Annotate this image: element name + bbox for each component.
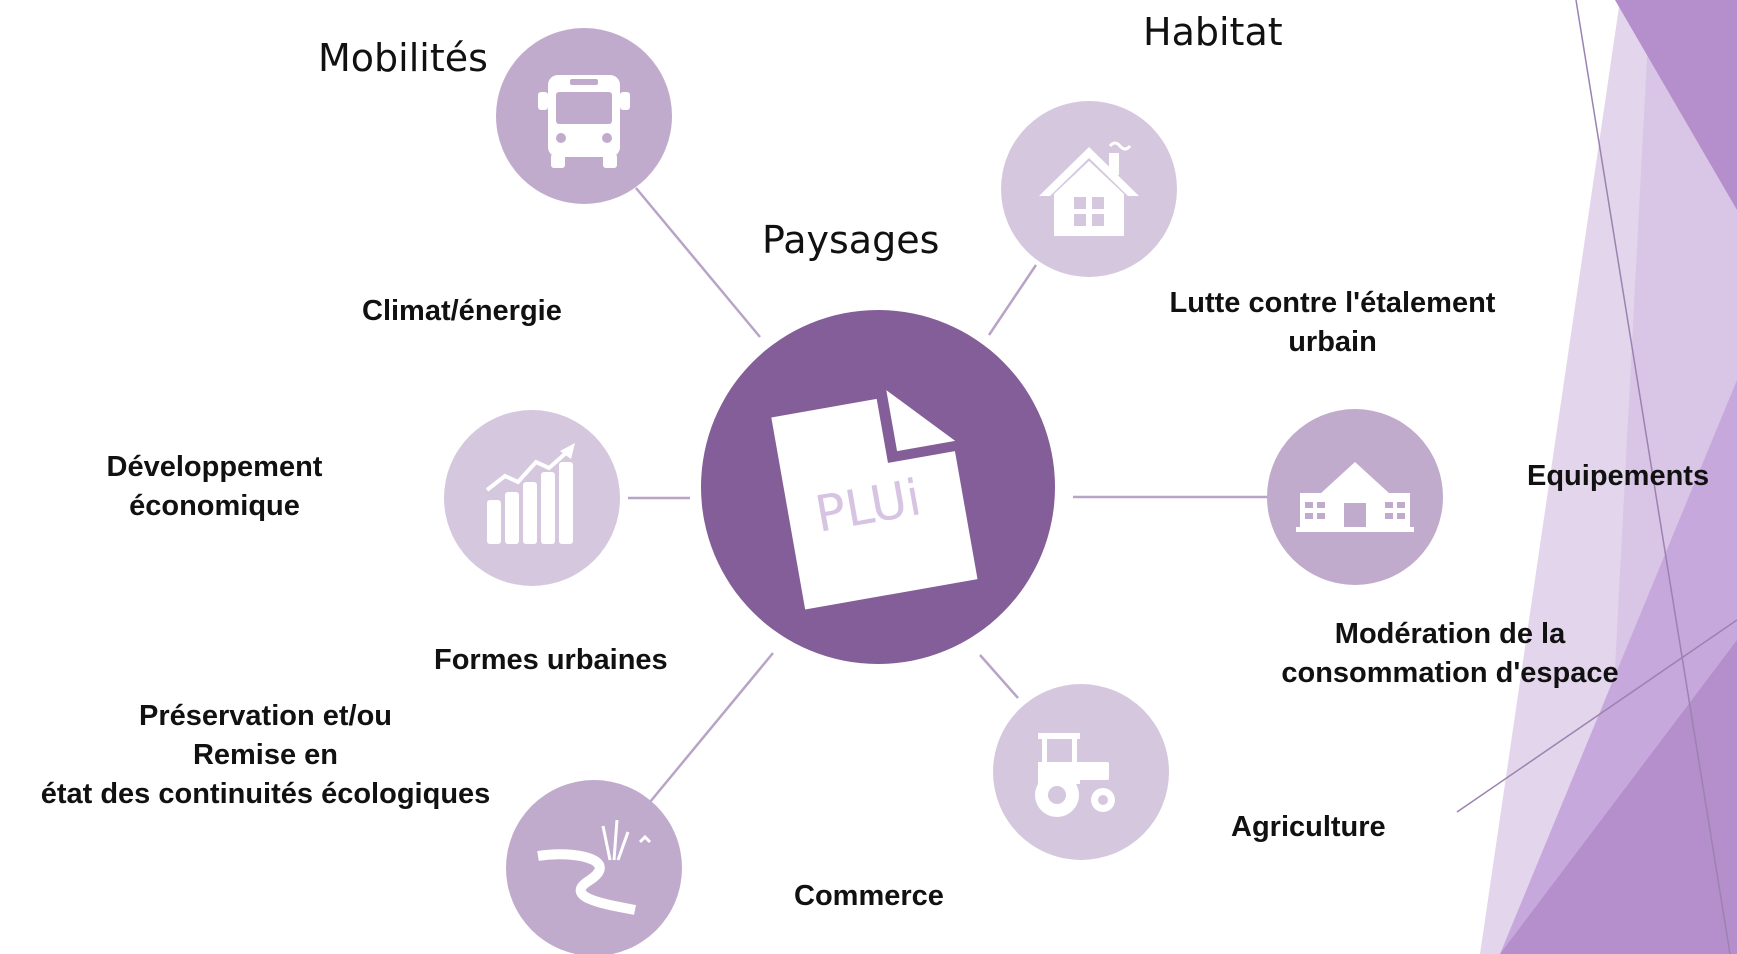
growth-chart-icon <box>485 443 575 544</box>
house-walls <box>1054 161 1124 236</box>
accent-shape-top <box>1615 0 1737 210</box>
tractor-hood <box>1077 762 1109 780</box>
accent-shape-bottom <box>1500 640 1737 954</box>
building-center <box>1326 467 1384 527</box>
label-preservation-line1: Préservation et/ou <box>138 700 393 732</box>
river-curve <box>537 849 636 915</box>
house-window-1 <box>1074 197 1086 209</box>
label-moderation: Modération de la consommation d'espace <box>1245 615 1655 693</box>
building-window-r4 <box>1397 513 1405 519</box>
building-right-wing <box>1380 493 1410 527</box>
growth-arrow-head <box>560 443 575 459</box>
label-preservation-line2: Remise en <box>192 739 339 771</box>
growth-bar-3 <box>523 482 537 544</box>
label-equipements: Equipements <box>1527 460 1710 492</box>
bus-wheel-left <box>551 154 565 168</box>
tractor-post-front <box>1042 739 1047 767</box>
accent-line-2 <box>1456 619 1737 813</box>
growth-bar-5 <box>559 462 573 544</box>
document-page <box>771 398 978 610</box>
document-fold <box>886 390 956 452</box>
connectors <box>628 187 1268 803</box>
label-developpement-line1: Développement <box>106 451 323 483</box>
river-landscape-icon <box>537 819 652 915</box>
decorative-accent-shapes <box>1456 0 1737 954</box>
building-window-l3 <box>1305 513 1313 519</box>
label-paysages: Paysages <box>762 218 940 262</box>
bus-light-right <box>602 133 612 143</box>
bus-light-left <box>556 133 566 143</box>
connector-agriculture <box>979 654 1019 699</box>
reed-2 <box>612 819 619 861</box>
bus-mirror-left <box>538 92 548 110</box>
bus-sign <box>570 79 598 85</box>
label-preservation-line3: état des continuités écologiques <box>40 778 491 810</box>
building-base <box>1296 527 1414 532</box>
bus-mirror-right <box>620 92 630 110</box>
bus-wheel-right <box>603 154 617 168</box>
house-roof <box>1039 147 1139 196</box>
document-icon: PLUi <box>771 390 978 610</box>
accent-line-1 <box>1575 0 1731 954</box>
building-window-l2 <box>1317 502 1325 508</box>
building-window-r3 <box>1385 513 1393 519</box>
building-window-l4 <box>1317 513 1325 519</box>
building-door <box>1344 503 1366 527</box>
bus-windshield <box>556 92 612 124</box>
label-climat: Climat/énergie <box>362 295 562 327</box>
circle-preservation <box>506 780 682 954</box>
tractor-post-back <box>1072 739 1077 767</box>
house-window-3 <box>1074 214 1086 226</box>
growth-bar-4 <box>541 472 555 544</box>
label-mobilites: Mobilités <box>318 36 488 80</box>
label-developpement-line2: économique <box>129 490 300 522</box>
label-etalement-line2: urbain <box>1288 326 1377 358</box>
tractor-roof <box>1038 733 1080 739</box>
connector-habitat <box>987 264 1038 336</box>
house-window-2 <box>1092 197 1104 209</box>
building-pediment <box>1320 462 1390 494</box>
label-commerce: Commerce <box>794 880 944 912</box>
tractor-front-hub <box>1098 795 1108 805</box>
label-formes: Formes urbaines <box>434 644 668 676</box>
tractor-icon <box>1035 733 1115 817</box>
reed-3 <box>616 831 630 861</box>
growth-bar-1 <box>487 500 501 544</box>
building-left-wing <box>1300 493 1330 527</box>
label-etalement-line1: Lutte contre l'étalement <box>1169 287 1496 319</box>
house-chimney <box>1109 153 1119 175</box>
connector-mobilites <box>635 187 761 338</box>
building-window-r1 <box>1385 502 1393 508</box>
label-etalement: Lutte contre l'étalement urbain <box>1140 284 1525 362</box>
public-building-icon <box>1296 462 1414 532</box>
label-moderation-line2: consommation d'espace <box>1281 657 1619 689</box>
building-window-r2 <box>1397 502 1405 508</box>
label-preservation: Préservation et/ou Remise en état des co… <box>8 697 523 814</box>
tractor-rear-hub <box>1048 786 1066 804</box>
label-developpement: Développement économique <box>82 448 347 526</box>
label-moderation-line1: Modération de la <box>1334 618 1566 650</box>
house-icon <box>1039 141 1139 236</box>
bus-icon <box>538 75 630 168</box>
reed-1 <box>601 825 612 861</box>
butterfly <box>638 834 652 844</box>
growth-bar-2 <box>505 492 519 544</box>
house-window-4 <box>1092 214 1104 226</box>
house-smoke <box>1108 141 1132 151</box>
growth-trend-line <box>485 451 568 492</box>
label-agriculture: Agriculture <box>1231 811 1386 843</box>
building-window-l1 <box>1305 502 1313 508</box>
connector-preservation <box>649 652 774 803</box>
label-habitat: Habitat <box>1143 10 1283 54</box>
